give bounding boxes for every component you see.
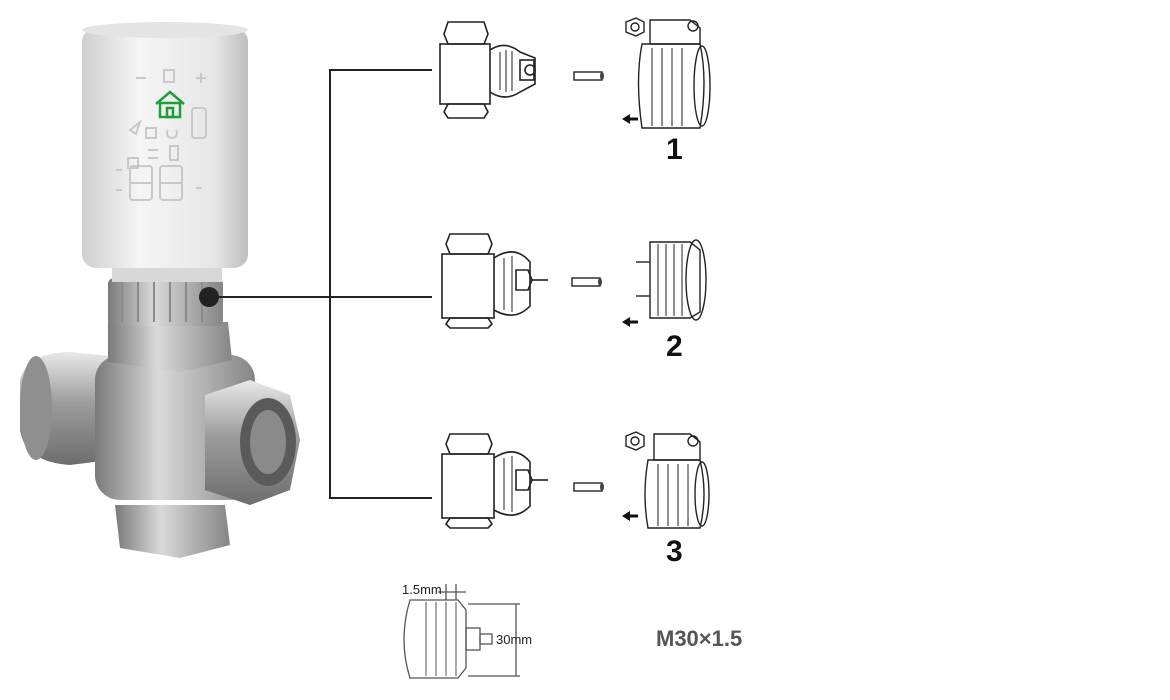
thermostat-valve-photo xyxy=(20,22,300,558)
diameter-label: 30mm xyxy=(496,632,533,647)
pin-1 xyxy=(573,71,604,81)
thread-dimension-drawing xyxy=(403,584,520,679)
adapter-drawing-3 xyxy=(625,431,710,529)
adapter-drawing-2 xyxy=(636,239,707,321)
valve-top-nut xyxy=(108,322,232,372)
adapter-drawing-1 xyxy=(625,17,711,129)
pitch-label: 1.5mm xyxy=(402,582,442,597)
adapter-number-2: 2 xyxy=(666,330,683,363)
adapter-number-1: 1 xyxy=(666,133,683,166)
arrow-icon-2 xyxy=(622,317,638,327)
valve-drawing-2 xyxy=(441,233,548,329)
arrow-icon-1 xyxy=(622,114,638,124)
home-icon xyxy=(155,90,185,119)
bracket-lines xyxy=(219,69,432,499)
pin-2 xyxy=(571,277,602,287)
valve-drawing-1 xyxy=(439,21,536,119)
adapter-ring xyxy=(108,278,223,326)
thermostat-head xyxy=(82,28,248,268)
valve-bottom-nut xyxy=(115,505,230,558)
pin-3 xyxy=(573,482,604,492)
connection-point-icon xyxy=(199,287,219,307)
thread-spec-label: M30×1.5 xyxy=(656,626,743,651)
valve-drawing-3 xyxy=(441,433,548,529)
arrow-icon-3 xyxy=(622,511,638,521)
thermostat-display xyxy=(116,69,207,201)
adapter-number-3: 3 xyxy=(666,535,683,568)
